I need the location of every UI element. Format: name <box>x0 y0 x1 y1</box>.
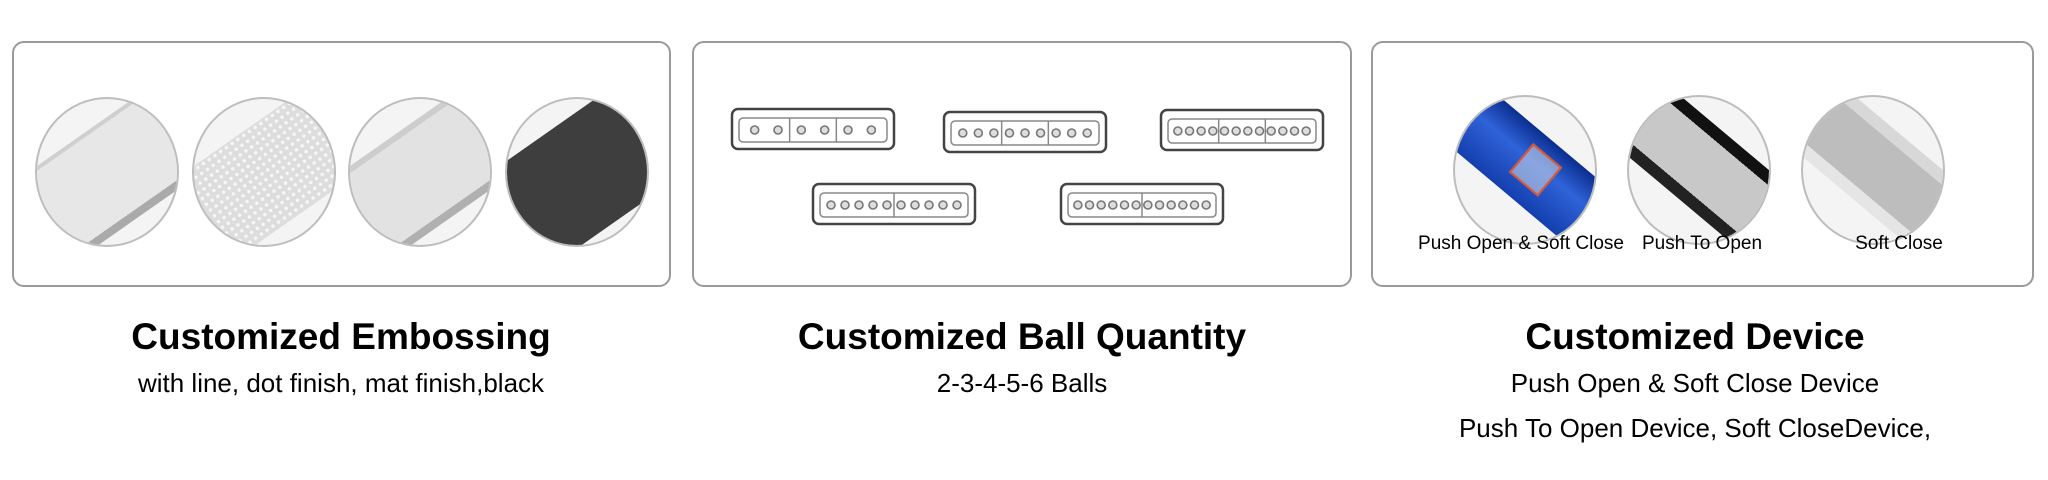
ball <box>1243 126 1253 136</box>
ball <box>989 128 999 138</box>
dot-finish-image <box>192 97 336 247</box>
ball <box>1208 126 1218 136</box>
ball <box>1154 200 1165 210</box>
ball <box>854 200 864 210</box>
ball <box>973 128 984 138</box>
ball <box>896 200 906 210</box>
rail-inner <box>1167 118 1317 144</box>
ball <box>938 200 948 210</box>
ball <box>910 200 920 210</box>
ball <box>819 125 830 135</box>
mat-finish-image <box>348 97 492 247</box>
ball <box>1278 126 1288 136</box>
ball <box>1119 200 1130 210</box>
device-panel <box>1371 41 2034 287</box>
ball <box>1084 200 1095 210</box>
ball <box>1108 200 1118 210</box>
ball <box>882 200 892 210</box>
ball <box>1082 128 1093 138</box>
line-finish-image <box>35 97 179 247</box>
ball <box>1301 126 1311 136</box>
section-title: Customized Ball Quantity <box>797 316 1247 357</box>
ball <box>1196 126 1206 136</box>
ball <box>1035 128 1046 138</box>
ball <box>1004 128 1015 138</box>
ball <box>1231 126 1241 136</box>
ball <box>1254 126 1265 136</box>
ball <box>1184 126 1195 136</box>
ball-quantity-panel <box>692 41 1352 287</box>
rail-outline <box>1159 108 1325 152</box>
ball <box>952 200 962 210</box>
ball <box>924 200 934 210</box>
section-subtitle: 2-3-4-5-6 Balls <box>936 368 1108 398</box>
ball <box>773 125 783 135</box>
ball <box>1166 200 1176 210</box>
ball <box>749 125 760 135</box>
push-to-open-image <box>1627 95 1771 245</box>
rail-inner <box>738 117 888 143</box>
section-subtitle: Push Open & Soft Close Device <box>1510 368 1880 398</box>
rail-outline <box>730 107 896 151</box>
black-finish-image <box>505 97 649 247</box>
ball <box>1189 200 1200 210</box>
ball <box>796 125 807 135</box>
device-label: Soft Close <box>1855 233 1943 254</box>
ball <box>1066 128 1077 138</box>
ball <box>843 125 853 135</box>
section-title: Customized Device <box>1525 316 1865 357</box>
ball <box>957 128 968 138</box>
embossing-panel <box>12 41 671 287</box>
section-title: Customized Embossing <box>131 316 551 357</box>
ball <box>826 200 836 210</box>
section-subtitle: with line, dot finish, mat finish,black <box>137 368 545 398</box>
ball <box>1131 200 1141 210</box>
ball <box>1178 200 1188 210</box>
ball <box>868 200 878 210</box>
ball <box>840 200 850 210</box>
ball <box>1289 126 1300 136</box>
device-label: Push Open & Soft Close <box>1418 233 1624 254</box>
ball <box>866 125 877 135</box>
ball <box>1020 128 1030 138</box>
section-subtitle: Push To Open Device, Soft CloseDevice, <box>1458 413 1932 443</box>
soft-close-image <box>1801 95 1945 245</box>
device-label: Push To Open <box>1641 233 1763 254</box>
ball <box>1219 126 1230 136</box>
rail-inner <box>950 120 1100 146</box>
ball <box>1201 200 1211 210</box>
ball <box>1096 200 1106 210</box>
ball <box>1073 200 1083 210</box>
push-open-soft-close-image <box>1453 95 1597 245</box>
ball <box>1051 128 1061 138</box>
ball <box>1266 126 1276 136</box>
ball <box>1173 126 1183 136</box>
ball <box>1143 200 1153 210</box>
